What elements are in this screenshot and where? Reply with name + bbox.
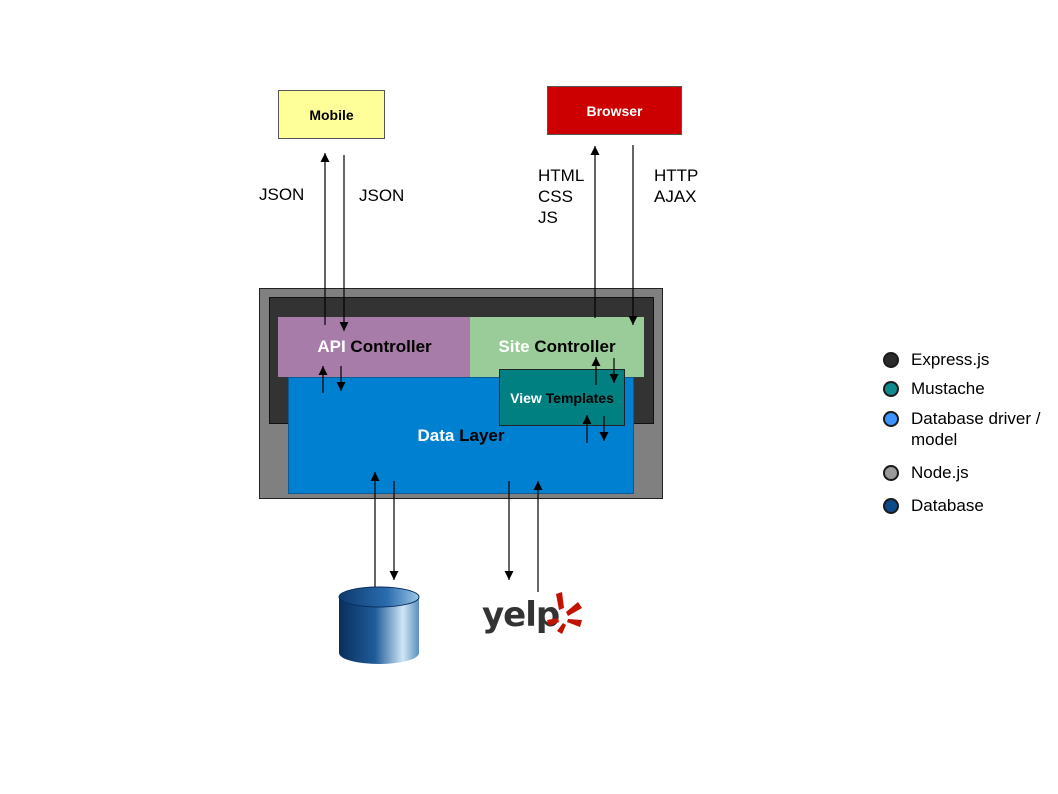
- site-controller-label: Site Controller: [498, 337, 615, 357]
- label-http: HTTP: [654, 166, 699, 185]
- label-json-up: JSON: [259, 185, 305, 204]
- site-controller-word1: Site: [498, 337, 530, 356]
- label-ajax: AJAX: [654, 187, 697, 206]
- legend-swatch-database-driver: [883, 411, 899, 427]
- legend-item-express: Express.js: [883, 349, 1058, 370]
- data-layer-word1: Data: [417, 425, 455, 445]
- legend-swatch-express: [883, 352, 899, 368]
- api-controller-box: API Controller: [278, 317, 471, 377]
- label-json-down: JSON: [359, 186, 405, 205]
- view-templates-label: View Templates: [510, 390, 614, 406]
- legend-swatch-mustache: [883, 381, 899, 397]
- data-layer-word2: Layer: [459, 425, 505, 445]
- legend-label-express: Express.js: [911, 350, 990, 369]
- site-controller-word2: Controller: [534, 337, 616, 356]
- view-templates-word2: Templates: [545, 389, 614, 406]
- site-controller-box: Site Controller: [470, 317, 644, 377]
- legend-swatch-database: [883, 498, 899, 514]
- legend-label-mustache: Mustache: [911, 379, 985, 398]
- legend-swatch-nodejs: [883, 465, 899, 481]
- browser-client-label: Browser: [586, 102, 643, 119]
- api-controller-label: API Controller: [317, 337, 431, 357]
- legend-label-nodejs: Node.js: [911, 463, 969, 482]
- mobile-client-label: Mobile: [309, 106, 354, 123]
- yelp-logo: yelp: [480, 590, 590, 640]
- browser-client-box: Browser: [547, 86, 682, 135]
- legend-item-database-driver: Database driver / model: [883, 408, 1058, 450]
- legend-label-database-driver: Database driver / model: [911, 409, 1041, 449]
- label-html: HTML: [538, 166, 585, 185]
- legend-item-nodejs: Node.js: [883, 462, 1058, 483]
- mobile-client-box: Mobile: [278, 90, 385, 139]
- label-browser-up: HTML CSS JS: [538, 165, 584, 228]
- database-icon: [338, 586, 420, 664]
- legend-item-database: Database: [883, 495, 1058, 516]
- view-templates-word1: View: [510, 389, 542, 406]
- api-controller-word2: Controller: [350, 337, 432, 356]
- legend-label-database: Database: [911, 496, 984, 515]
- data-layer-label: Data Layer: [418, 426, 505, 446]
- label-browser-down: HTTP AJAX: [654, 165, 698, 207]
- label-js: JS: [538, 208, 558, 227]
- label-css: CSS: [538, 187, 573, 206]
- api-controller-word1: API: [317, 337, 346, 356]
- legend-item-mustache: Mustache: [883, 378, 1058, 399]
